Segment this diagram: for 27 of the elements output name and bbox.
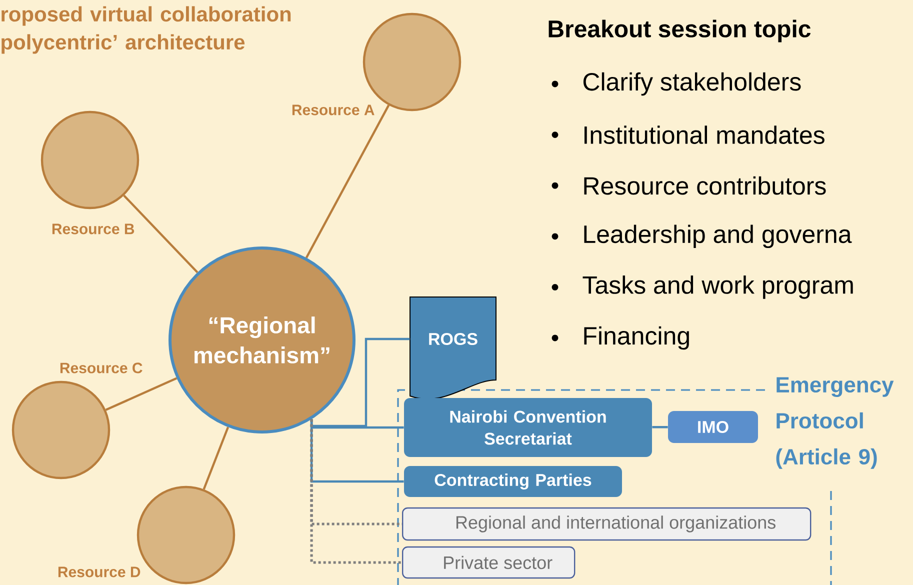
connector	[105, 377, 178, 411]
bullet-item: Institutional mandates	[552, 126, 824, 144]
participant-box: Regional and international organizations	[402, 507, 812, 541]
bullet-item: Financing	[552, 326, 689, 350]
process-box: Nairobi Convention Secretariat	[404, 398, 652, 457]
title: roposed virtual collaboration polycentric’ architecture	[2, 6, 291, 54]
resource-label: Resource B	[52, 224, 134, 234]
process-box: IMO	[668, 411, 758, 443]
resource-label: Resource A	[292, 104, 374, 116]
connector	[310, 419, 402, 564]
bullet-item: Leadership and governa	[552, 224, 852, 248]
resource-label: Resource D	[58, 566, 140, 578]
connector	[310, 419, 404, 483]
participant-box: Private sector	[402, 546, 576, 579]
resource-circle	[12, 380, 110, 480]
connector	[202, 426, 230, 490]
bullet-item: Tasks and work program	[552, 276, 853, 299]
resource-circle	[40, 110, 140, 210]
bullet-item: Resource contributors	[552, 176, 826, 195]
connector	[652, 426, 668, 428]
heading: Breakout session topic	[548, 20, 811, 42]
process-box: Contracting Parties	[404, 466, 622, 497]
bullet-item: Clarify stakeholders	[552, 72, 801, 96]
connector	[305, 104, 390, 258]
resource-label: Resource C	[60, 362, 142, 374]
connector	[310, 338, 410, 428]
connector	[123, 194, 198, 274]
